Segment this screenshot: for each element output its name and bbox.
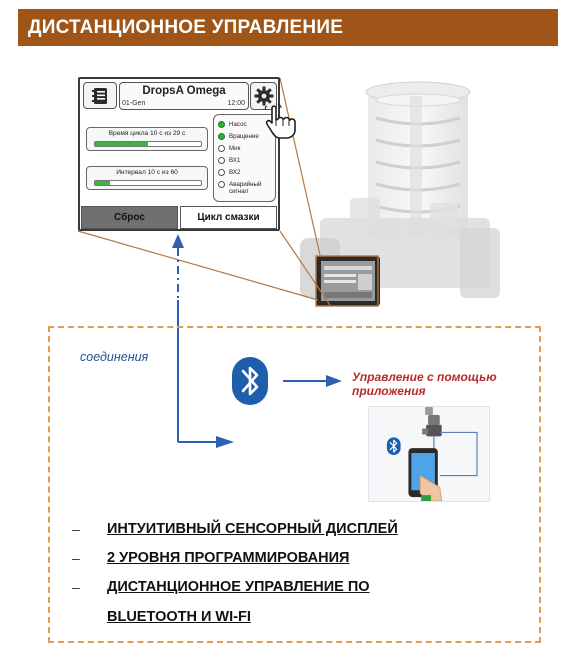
screen-title-box: DropsA Omega 01-Gen 12:00 xyxy=(119,82,249,110)
bluetooth-icon xyxy=(232,357,268,405)
cycle-time-label: Время цикла 10 с из 29 с xyxy=(108,130,186,137)
feature-item-remote-control: – ДИСТАНЦИОННОЕ УПРАВЛЕНИЕ ПО BLUETOOTH … xyxy=(72,579,512,639)
settings-button[interactable] xyxy=(250,82,277,110)
menu-list-icon xyxy=(92,88,107,104)
bullet-dash: – xyxy=(72,550,80,566)
feature-item-programming-levels: – 2 УРОВНЯ ПРОГРАММИРОВАНИЯ xyxy=(72,550,512,579)
app-label-line1: Управление с помощью xyxy=(352,370,497,384)
interval-label: Интервал 10 с из 60 xyxy=(116,169,178,176)
reset-button[interactable]: Сброс xyxy=(81,206,178,229)
status-label: Вращение xyxy=(229,133,259,140)
cycle-time-track xyxy=(94,141,202,147)
connection-label: соединения xyxy=(80,350,149,364)
status-label: ВХ1 xyxy=(229,157,241,164)
screen-mode: 01-Gen xyxy=(122,100,146,107)
status-dot xyxy=(218,145,225,152)
feature-text: 2 УРОВНЯ ПРОГРАММИРОВАНИЯ xyxy=(107,550,350,566)
gear-icon xyxy=(254,86,274,106)
status-dot xyxy=(218,133,225,140)
status-label: Аварийный сигнал xyxy=(229,181,262,195)
lubrication-cycle-button[interactable]: Цикл смазки xyxy=(180,206,277,229)
feature-text-continued: BLUETOOTH И WI-FI xyxy=(107,609,251,625)
status-dot xyxy=(218,121,225,128)
interval-block: Интервал 10 с из 60 xyxy=(86,166,208,190)
feature-item-touch-display: – ИНТУИТИВНЫЙ СЕНСОРНЫЙ ДИСПЛЕЙ xyxy=(72,521,512,550)
bullet-dash: – xyxy=(72,579,80,595)
bullet-dash: – xyxy=(72,521,80,537)
interval-fill xyxy=(95,181,110,185)
status-dot xyxy=(218,181,225,188)
screen-topbar: DropsA Omega 01-Gen 12:00 xyxy=(80,79,278,112)
remote-control-box xyxy=(48,326,541,643)
status-label: Насос xyxy=(229,121,247,128)
status-dot xyxy=(218,169,225,176)
status-label: ВХ2 xyxy=(229,169,241,176)
feature-text: ДИСТАНЦИОННОЕ УПРАВЛЕНИЕ ПО xyxy=(107,579,370,595)
section-title: ДИСТАНЦИОННОЕ УПРАВЛЕНИЕ xyxy=(28,17,344,38)
screen-title: DropsA Omega xyxy=(142,85,226,97)
hand-pointer-icon xyxy=(264,104,296,139)
cycle-time-fill xyxy=(95,142,148,146)
feature-text: ИНТУИТИВНЫЙ СЕНСОРНЫЙ ДИСПЛЕЙ xyxy=(107,521,398,537)
menu-button[interactable] xyxy=(83,82,117,109)
section-header: ДИСТАНЦИОННОЕ УПРАВЛЕНИЕ xyxy=(18,9,558,46)
app-label-line2: приложения xyxy=(352,384,426,398)
pump-illustration xyxy=(280,78,520,323)
control-screen: DropsA Omega 01-Gen 12:00 xyxy=(78,77,280,231)
status-panel: Насос Вращение Мик ВХ1 ВХ2 Аварийный сиг… xyxy=(213,114,276,202)
status-dot xyxy=(218,157,225,164)
interval-track xyxy=(94,180,202,186)
feature-list: – ИНТУИТИВНЫЙ СЕНСОРНЫЙ ДИСПЛЕЙ – 2 УРОВ… xyxy=(72,521,512,639)
app-control-graphic xyxy=(368,406,490,502)
app-control-label: Управление с помощью приложения xyxy=(352,370,497,398)
screen-time: 12:00 xyxy=(227,100,245,107)
arrow-up-head xyxy=(172,234,184,248)
cycle-time-block: Время цикла 10 с из 29 с xyxy=(86,127,208,151)
status-label: Мик xyxy=(229,145,241,152)
